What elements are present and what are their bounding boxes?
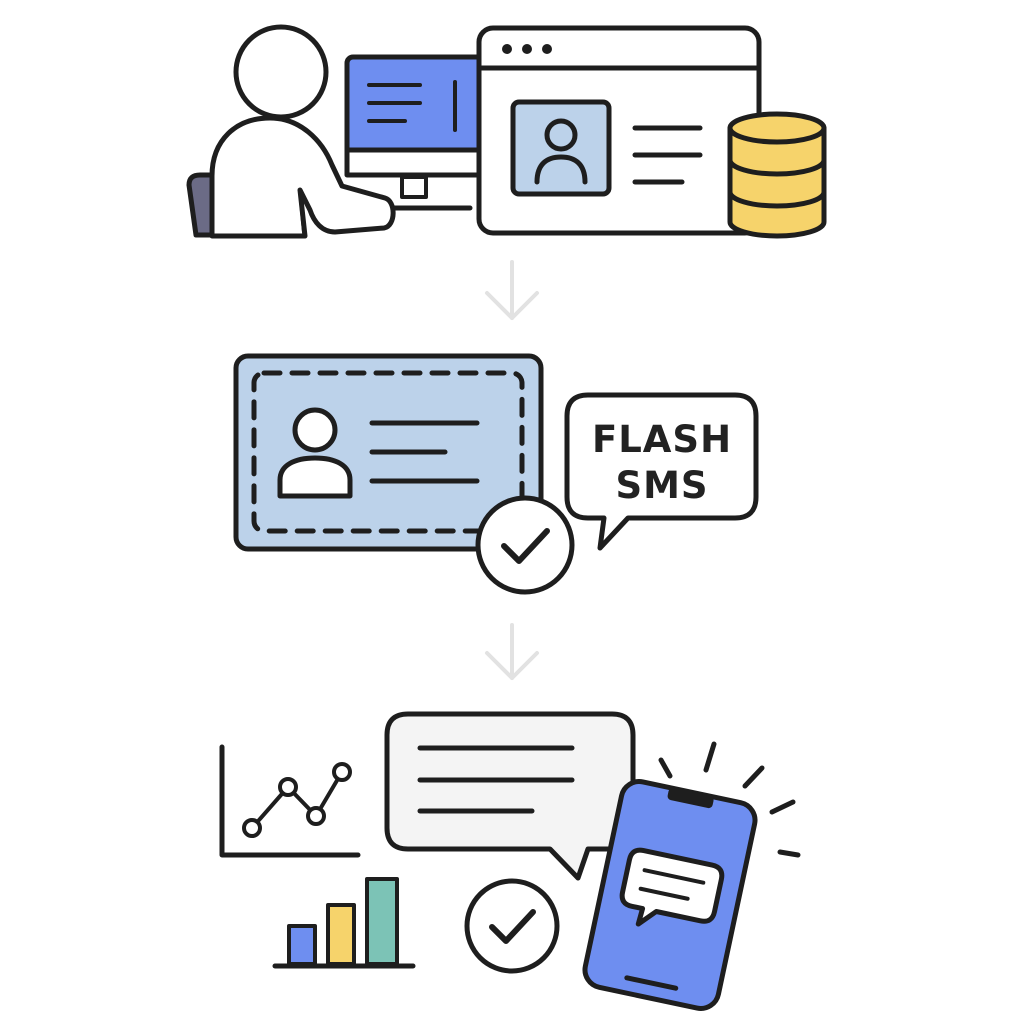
flash-sms-line-1: FLASH — [592, 418, 732, 461]
check-circle-icon — [464, 878, 560, 974]
dashed-id-card-icon — [233, 353, 544, 552]
bar-teal — [365, 877, 399, 966]
person-icon — [209, 24, 396, 239]
notification-rays-icon — [658, 741, 801, 858]
line-chart-icon — [219, 744, 361, 858]
chart-point — [242, 818, 262, 838]
window-dot-1 — [502, 44, 512, 54]
speech-bubble-icon: FLASH SMS — [564, 392, 759, 551]
browser-window-icon — [476, 25, 762, 236]
chart-point — [306, 806, 326, 826]
down-arrow-icon — [485, 623, 539, 680]
down-arrow-icon — [485, 260, 539, 320]
profile-card-icon — [510, 99, 612, 197]
chart-point — [332, 762, 352, 782]
step-1-user-workstation — [186, 24, 827, 239]
smartphone-icon — [582, 779, 758, 1011]
step-2-verification: FLASH SMS — [233, 353, 759, 595]
flash-sms-line-2: SMS — [615, 464, 708, 507]
bar-chart-icon — [272, 877, 416, 969]
step-3-delivery-analytics — [219, 711, 801, 1011]
bar-yellow — [326, 903, 356, 966]
check-circle-icon — [475, 495, 575, 595]
window-dot-3 — [542, 44, 552, 54]
chat-icon — [619, 847, 725, 927]
bar-blue — [287, 924, 317, 966]
chart-point — [278, 777, 298, 797]
window-dot-2 — [522, 44, 532, 54]
message-bubble-icon — [384, 711, 636, 881]
database-icon — [727, 111, 827, 239]
desktop-monitor-icon — [344, 54, 500, 211]
